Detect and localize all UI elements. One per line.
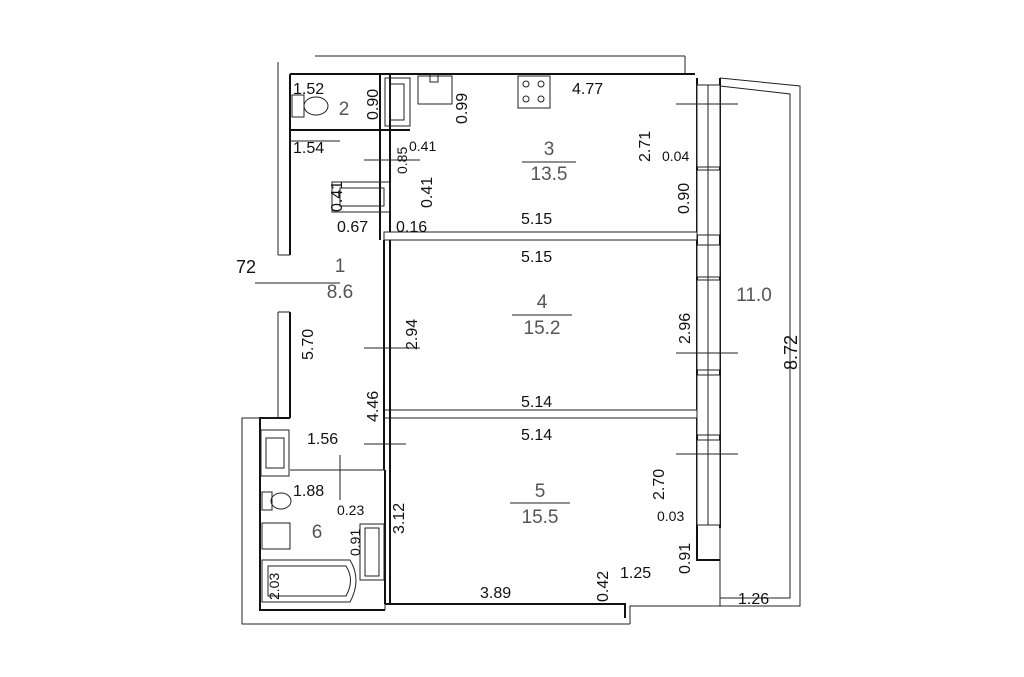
room-4-number: 4	[537, 292, 548, 313]
dim-2-71: 2.71	[637, 131, 654, 162]
dim-0-23: 0.23	[337, 502, 364, 518]
fixtures	[260, 73, 551, 603]
sink-icon	[384, 77, 411, 127]
balcony-area: 11.0	[736, 285, 772, 306]
dim-5-14-top: 5.14	[521, 394, 552, 411]
dim-0-85: 0.85	[394, 147, 410, 174]
dim-0-41-left: 0.41	[329, 181, 346, 212]
washing-machine-icon	[331, 181, 391, 213]
dim-2-96: 2.96	[677, 313, 694, 344]
dim-0-04: 0.04	[662, 148, 689, 164]
room-1-number: 1	[335, 256, 346, 277]
room-5-area: 15.5	[522, 507, 559, 528]
room-2-number: 2	[339, 99, 350, 120]
dim-5-14-bottom: 5.14	[521, 427, 552, 444]
dimension-labels: 1.52 0.90 0.99 4.77 1.54 0.85 0.41 2.71 …	[236, 81, 801, 608]
dim-1-52: 1.52	[293, 81, 324, 98]
toilet-icon	[291, 94, 329, 118]
dim-3-89: 3.89	[480, 585, 511, 602]
room-5-number: 5	[535, 481, 546, 502]
washbasin-icon	[260, 429, 290, 477]
cabinet-icon	[359, 523, 385, 581]
dim-0-67: 0.67	[337, 219, 368, 236]
dim-0-42: 0.42	[595, 571, 612, 602]
bathtub-icon	[261, 559, 357, 603]
dim-0-90-window: 0.90	[676, 183, 693, 214]
dim-1-56: 1.56	[307, 431, 338, 448]
dim-8-72: 8.72	[781, 335, 801, 370]
dim-1-54: 1.54	[293, 140, 324, 157]
dim-2-70: 2.70	[651, 469, 668, 500]
dim-0-91-window: 0.91	[677, 543, 694, 574]
dim-3-12: 3.12	[391, 503, 408, 534]
room-4-area: 15.2	[524, 318, 561, 339]
dim-0-03: 0.03	[657, 508, 684, 524]
stove-icon	[517, 75, 551, 109]
dim-2-94: 2.94	[404, 319, 421, 350]
dim-1-88: 1.88	[293, 483, 324, 500]
interior-walls	[290, 74, 698, 604]
dim-0-41-right: 0.41	[419, 177, 436, 208]
dim-4-77: 4.77	[572, 81, 603, 98]
room-1-area: 8.6	[327, 282, 353, 303]
dim-1-26: 1.26	[738, 591, 769, 608]
dimension-lines	[255, 103, 738, 500]
dim-4-46: 4.46	[365, 391, 382, 422]
room-labels: 1 8.6 2 3 13.5 4 15.2 5 15.5 6 11.0	[312, 99, 772, 543]
dim-1-25: 1.25	[620, 565, 651, 582]
dim-72: 72	[236, 257, 256, 277]
room-3-area: 13.5	[531, 164, 568, 185]
dim-0-99: 0.99	[454, 93, 471, 124]
dim-5-70: 5.70	[300, 329, 317, 360]
dim-5-15-top: 5.15	[521, 211, 552, 228]
bidet-icon	[261, 522, 291, 550]
room-3-number: 3	[544, 139, 555, 160]
dim-0-91-bath: 0.91	[347, 529, 363, 556]
dim-0-90-bath: 0.90	[365, 89, 382, 120]
kitchen-sink-icon	[417, 73, 453, 105]
dim-0-41-top: 0.41	[409, 138, 436, 154]
bathroom-toilet-icon	[261, 491, 292, 511]
window-frames	[696, 84, 721, 526]
dim-0-16: 0.16	[396, 219, 427, 236]
dim-5-15-bottom: 5.15	[521, 249, 552, 266]
dim-2-03: 2.03	[266, 573, 282, 600]
room-6-number: 6	[312, 522, 323, 543]
